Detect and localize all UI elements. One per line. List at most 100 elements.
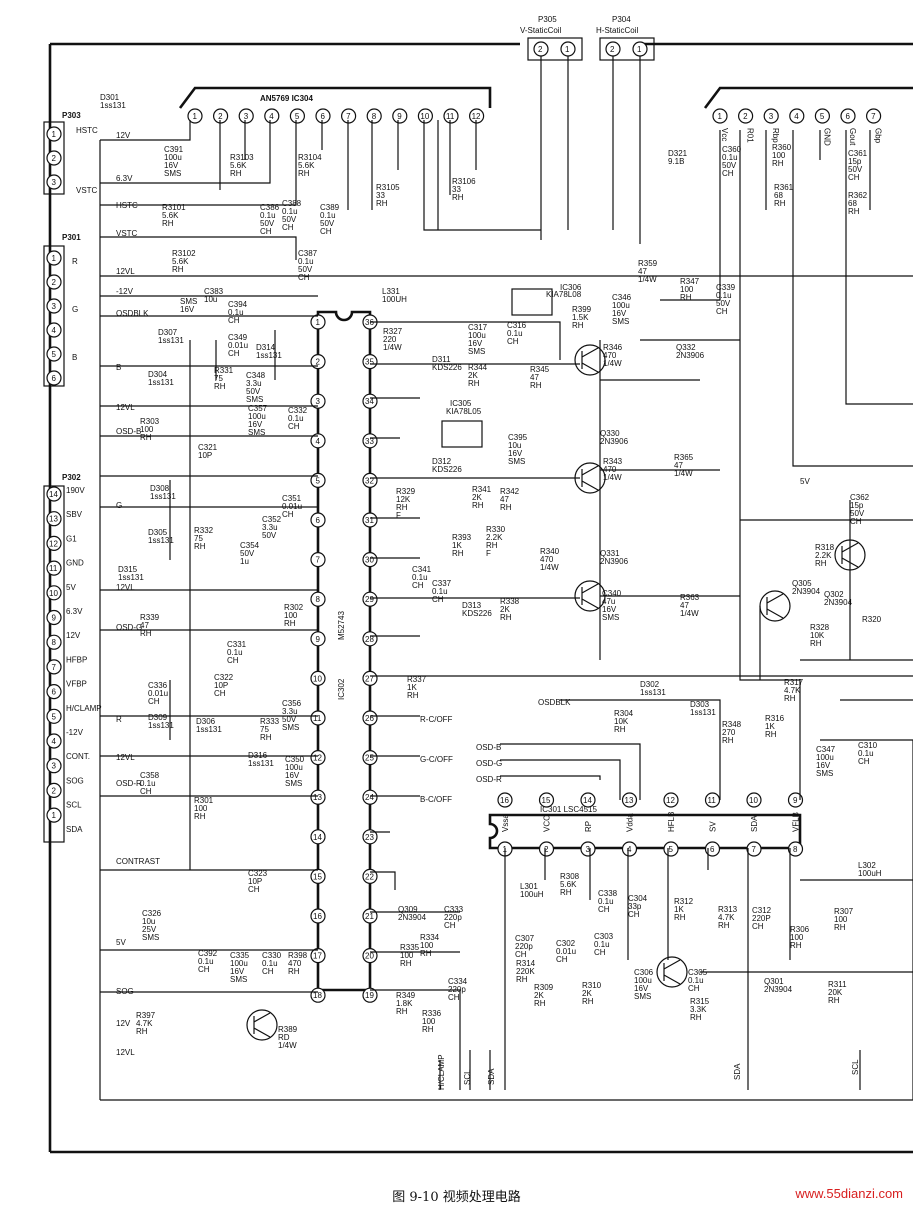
p302-pin [46,634,62,650]
p301-pin-number: 4 [52,326,57,335]
component-label: 2.2K [486,533,503,542]
component-label: C356 [282,699,302,708]
ic301-pin-label: Vdda [626,813,635,832]
component-label: CH [850,517,862,526]
component-label: D313 [462,601,482,610]
ic-right-pin-number: 7 [871,112,876,121]
bus-label: VSTC [116,229,138,238]
component-label: 16V [634,984,649,993]
component-label: RH [722,736,734,745]
ic302-left-pin [310,591,326,607]
component-label: 12K [396,495,411,504]
component-label: CH [598,905,610,914]
component-label: 0.1u [507,329,523,338]
component-label: 0.1u [298,257,314,266]
component-label: R343 [603,457,623,466]
component-label: 100uH [858,869,882,878]
component-label: D311 [432,355,451,364]
ic-right-pin-label: R01 [746,128,755,143]
component-label: 10P [198,451,212,460]
component-label: RH [560,888,572,897]
component-label: 50V [246,387,261,396]
ic301-top-pin [746,792,762,808]
connector-p302: P302 1413121110987654321190VSBVG1GND5V6.… [43,473,102,843]
component-label: 2K [472,493,482,502]
component-label: 220p [515,942,533,951]
ic302-left-pin-number: 17 [313,952,322,961]
component-label: C360 [722,145,742,154]
component-label: D321 [668,149,688,158]
bus-label: HSTC [116,201,138,210]
component-label: CH [282,223,294,232]
p302-pin [46,560,62,576]
component-label: 1/4W [540,563,559,572]
ic302-left-pin [310,551,326,568]
component-label: RH [815,559,827,568]
mid-label: OSDBLK [538,698,571,707]
ic-right-pin-label: Gout [848,128,857,146]
ic302-right-pin [362,789,378,805]
component-label: 100 [140,425,154,434]
p302-signal: CONT. [66,752,90,761]
bus-label: 12V [116,1019,131,1028]
component-label: C310 [858,741,878,750]
ic301-bottom-pin-number: 7 [752,845,757,854]
component-label: 1K [765,722,775,731]
p301-pin [46,250,62,266]
ic301-top-pin [580,792,596,808]
component-label: CH [260,227,272,236]
component-label: 1.8K [396,999,413,1008]
component-label: RH [486,541,498,550]
ic304-pin-number: 7 [346,112,351,121]
p302-pin-number: 12 [49,539,58,548]
p302-pin-number: 5 [52,712,57,721]
component-label: 1ss131 [256,351,282,360]
p301-pin [46,322,62,338]
ic302-left-pin [310,829,326,845]
component-label: RH [680,293,692,302]
component-label: C362 [850,493,870,502]
component-label: D308 [150,484,170,493]
component-label: 0.01u [556,947,576,956]
ic301-pin-label: VFLB [792,812,801,832]
bus-label: OSD-R [116,779,142,788]
ic302-right-pin [362,631,378,647]
bus-label: 12VL [116,267,135,276]
component-label: RH [774,199,786,208]
ic302-right-pin-number: 21 [365,912,374,921]
component-label: C386 [260,203,280,212]
component-label: 1ss131 [148,536,174,545]
ic305-part: KIA78L05 [446,407,482,416]
component-label: 25V [142,925,157,934]
component-label: 47 [674,461,683,470]
ic302-right-pin-number: 23 [365,833,374,842]
component-label: 0.1u [432,587,448,596]
ic301-top-pin [663,792,679,808]
component-label: 15p [848,157,862,166]
component-label: D306 [196,717,216,726]
component-label: 100 [772,151,786,160]
ic304-pin-number: 12 [472,112,481,121]
bus-label: OSD-G [116,623,142,632]
component-label: 47 [500,495,509,504]
p301-pin-number: 2 [52,278,57,287]
component-label: 0.1u [716,291,732,300]
component-label: SMS [180,297,197,306]
component-label: R362 [848,191,868,200]
component-label: 470 [540,555,554,564]
ic302-left-pin [310,354,326,370]
component-label: D316 [248,751,268,760]
component-label: 47u [602,597,615,606]
component-label: RH [284,619,296,628]
component-label: C392 [198,949,218,958]
ic302-right-pin-number: 35 [365,358,374,367]
bus-label: 12VL [116,1048,135,1057]
component-label: 5.6K [560,880,577,889]
component-label: 100u [816,753,834,762]
component-label: Q305 [792,579,812,588]
component-label: C350 [285,755,305,764]
